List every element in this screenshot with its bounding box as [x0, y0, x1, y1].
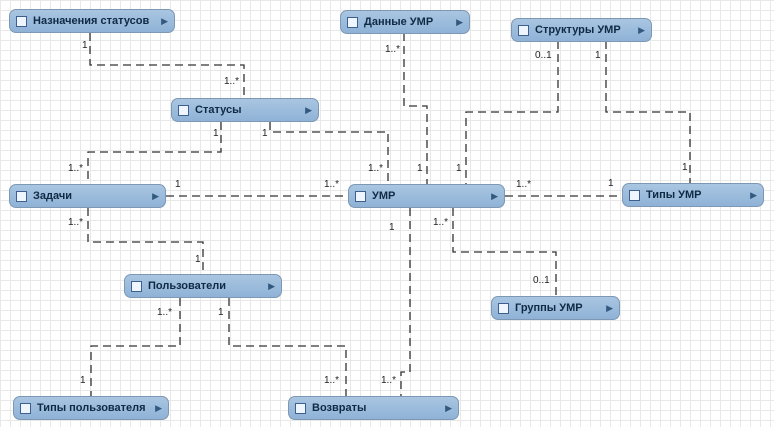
table-icon — [16, 190, 27, 202]
mult-statusy-zadachi-from: 1 — [213, 128, 219, 139]
expand-arrow-icon[interactable]: ▶ — [456, 16, 463, 27]
entity-label: Структуры УМР — [535, 24, 621, 36]
entity-label: Назначения статусов — [33, 15, 150, 27]
expand-arrow-icon[interactable]: ▶ — [491, 190, 498, 201]
expand-arrow-icon[interactable]: ▶ — [638, 24, 645, 35]
edge-zadachi-polzovateli — [87, 208, 204, 274]
entity-label: Задачи — [33, 190, 72, 202]
mult-statusy-umr-from: 1 — [262, 128, 268, 139]
edge-struktury-tipy — [605, 41, 691, 183]
entity-polzovateli[interactable]: Пользователи ▶ — [124, 274, 282, 298]
table-icon — [178, 104, 189, 116]
mult-polzovateli-tipy-to: 1 — [80, 375, 86, 386]
expand-arrow-icon[interactable]: ▶ — [606, 302, 613, 313]
edge-umr-vozvraty — [400, 208, 411, 396]
expand-arrow-icon[interactable]: ▶ — [268, 280, 275, 291]
edge-statusy-zadachi — [87, 122, 222, 184]
entity-zadachi[interactable]: Задачи ▶ — [9, 184, 166, 208]
mult-dannye-umr-from: 1..* — [385, 44, 401, 55]
entity-label: Типы УМР — [646, 189, 702, 201]
edge-naznacheniya-statusy — [89, 33, 245, 98]
expand-arrow-icon[interactable]: ▶ — [750, 189, 757, 200]
table-icon — [20, 402, 31, 414]
entity-dannye-umr[interactable]: Данные УМР ▶ — [340, 10, 470, 34]
entity-label: Статусы — [195, 104, 242, 116]
table-icon — [131, 280, 142, 292]
entity-label: Группы УМР — [515, 302, 583, 314]
edge-statusy-umr — [269, 122, 389, 184]
expand-arrow-icon[interactable]: ▶ — [305, 104, 312, 115]
mult-umr-gruppy-from: 1..* — [433, 217, 449, 228]
expand-arrow-icon[interactable]: ▶ — [152, 190, 159, 201]
edge-umr-gruppy — [452, 208, 557, 296]
entity-tipy-polzovatelya[interactable]: Типы пользователя ▶ — [13, 396, 169, 420]
table-icon — [629, 189, 640, 201]
edge-polzovateli-vozvraty — [228, 298, 347, 396]
entity-label: Типы пользователя — [37, 402, 146, 414]
mult-zadachi-polzovateli-to: 1 — [195, 254, 201, 265]
entity-tipy-umr[interactable]: Типы УМР ▶ — [622, 183, 764, 207]
mult-statusy-umr-to: 1..* — [368, 163, 384, 174]
edge-dannye-umr — [403, 33, 428, 184]
mult-dannye-umr-to: 1 — [417, 163, 423, 174]
mult-umr-vozvraty-from: 1 — [389, 222, 395, 233]
entity-statusy[interactable]: Статусы ▶ — [171, 98, 319, 122]
entity-label: Данные УМР — [364, 16, 434, 28]
entity-umr[interactable]: УМР ▶ — [348, 184, 505, 208]
table-icon — [498, 302, 509, 314]
expand-arrow-icon[interactable]: ▶ — [445, 402, 452, 413]
entity-gruppy-umr[interactable]: Группы УМР ▶ — [491, 296, 620, 320]
mult-umr-gruppy-to: 0..1 — [533, 275, 550, 286]
mult-zadachi-umr-from: 1 — [175, 179, 181, 190]
mult-struktury-umr-to: 1 — [456, 163, 462, 174]
entity-label: Возвраты — [312, 402, 367, 414]
mult-polzovateli-tipy-from: 1..* — [157, 307, 173, 318]
mult-naznacheniya-statusy-to: 1..* — [224, 76, 240, 87]
mult-statusy-zadachi-to: 1..* — [68, 163, 84, 174]
expand-arrow-icon[interactable]: ▶ — [161, 15, 168, 26]
mult-zadachi-umr-to: 1..* — [324, 179, 340, 190]
table-icon — [518, 24, 529, 36]
expand-arrow-icon[interactable]: ▶ — [155, 402, 162, 413]
edge-struktury-umr — [465, 41, 559, 184]
entity-naznacheniya-statusov[interactable]: Назначения статусов ▶ — [9, 9, 175, 33]
mult-struktury-tipy-from: 1 — [595, 50, 601, 61]
mult-polzovateli-vozvraty-to: 1..* — [324, 375, 340, 386]
mult-umr-tipy-from: 1..* — [516, 179, 532, 190]
entity-vozvraty[interactable]: Возвраты ▶ — [288, 396, 459, 420]
entity-label: Пользователи — [148, 280, 227, 292]
mult-struktury-tipy-to: 1 — [682, 162, 688, 173]
mult-zadachi-polzovateli-from: 1..* — [68, 217, 84, 228]
edge-polzovateli-tipy — [90, 298, 181, 396]
table-icon — [355, 190, 366, 202]
mult-umr-tipy-to: 1 — [608, 178, 614, 189]
entity-struktury-umr[interactable]: Структуры УМР ▶ — [511, 18, 652, 42]
mult-struktury-umr-from: 0..1 — [535, 50, 552, 61]
mult-naznacheniya-statusy-from: 1 — [82, 40, 88, 51]
entity-label: УМР — [372, 190, 396, 202]
table-icon — [295, 402, 306, 414]
mult-umr-vozvraty-to: 1..* — [381, 375, 397, 386]
table-icon — [347, 16, 358, 28]
table-icon — [16, 15, 27, 27]
mult-polzovateli-vozvraty-from: 1 — [218, 307, 224, 318]
